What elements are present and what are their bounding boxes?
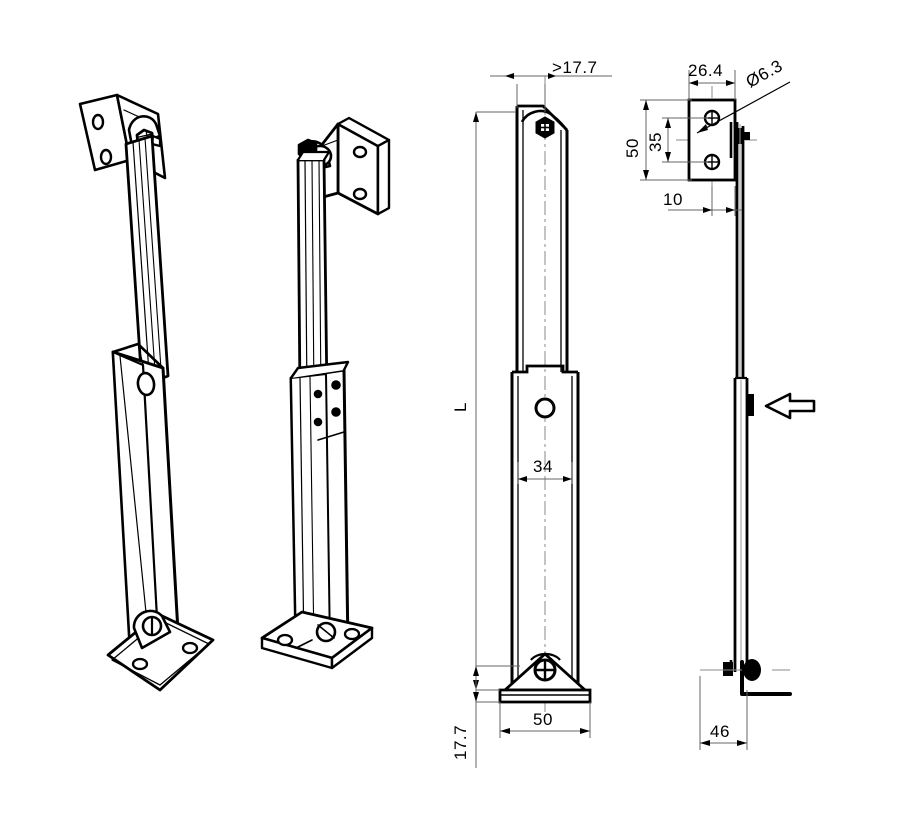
iso-right-foot-hole-2 — [343, 627, 361, 641]
iso-right-rivet-2 — [331, 407, 341, 417]
front-foot-plate — [498, 688, 592, 704]
dim-side-depth-label: 46 — [710, 722, 730, 741]
dim-plate-offset-label: 10 — [663, 190, 683, 209]
iso-left-adjust-hole — [136, 371, 156, 397]
side-foot-nut — [723, 662, 733, 676]
view-side: 26.4 50 35 10 Ø6.3 46 — [623, 56, 816, 750]
iso-left-foot-hole-1 — [131, 657, 149, 671]
view-isometric-left — [78, 93, 215, 692]
iso-right-foot-plate-side — [330, 626, 374, 670]
dim-plate-width-label: 26.4 — [688, 61, 723, 80]
dim-top-offset-label: >17.7 — [552, 58, 598, 77]
release-pin-arrow — [764, 392, 816, 420]
iso-left-foot-hole-2 — [181, 641, 199, 655]
dim-foot-height-label: 17.7 — [451, 725, 470, 760]
side-release-pin-tab — [747, 394, 754, 416]
side-foot-plate-profile — [740, 660, 792, 696]
front-outer-tube-collar — [512, 364, 578, 374]
dim-hole-diameter-leader — [696, 81, 791, 134]
iso-right-rivet-1 — [331, 380, 341, 390]
iso-left-plate-hole-1 — [91, 113, 105, 131]
iso-left-plate-hole-2 — [99, 148, 113, 166]
side-pivot-shank — [744, 132, 750, 140]
iso-right-plate-hole-1 — [352, 145, 368, 159]
side-foot-pivot — [743, 659, 761, 681]
view-isometric-right — [260, 116, 391, 670]
dim-plate-height-label: 50 — [623, 138, 642, 158]
iso-right-mount-plate-side — [376, 138, 391, 216]
view-front: >17.7 L 34 50 17.7 — [451, 58, 612, 768]
front-adjust-hole — [534, 397, 556, 419]
iso-right-rivet-3 — [313, 389, 323, 399]
iso-right-rivet-4 — [313, 417, 323, 427]
dim-foot-width-label: 50 — [533, 710, 553, 729]
dim-length-label: L — [451, 402, 470, 412]
iso-right-plate-hole-2 — [352, 187, 368, 201]
iso-right-foot-hole-1 — [276, 633, 294, 647]
dim-tube-width-label: 34 — [533, 457, 553, 476]
iso-right-outer-collar — [289, 360, 350, 380]
front-knuckle-arc — [520, 109, 569, 132]
front-foot-knuckle-arc — [530, 652, 561, 661]
dim-hole-spacing-label: 35 — [646, 132, 665, 152]
